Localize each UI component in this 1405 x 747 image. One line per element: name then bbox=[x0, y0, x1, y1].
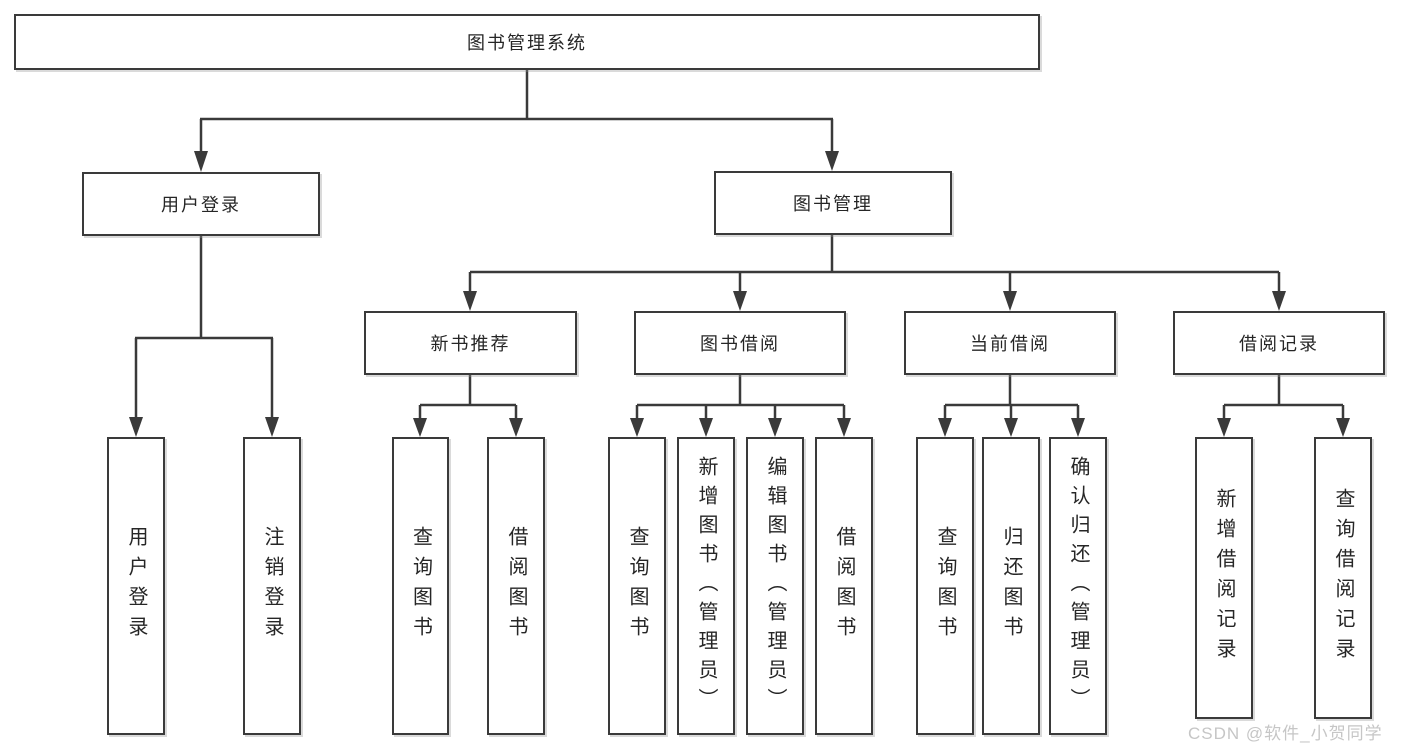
node-label: 借阅图书 bbox=[833, 526, 855, 646]
connector-borrow-record-children bbox=[1217, 375, 1350, 437]
leaf-query-borrow-record: 查询借阅记录 bbox=[1314, 437, 1372, 719]
node-label: 查询图书 bbox=[934, 526, 956, 646]
connector-user-login-children bbox=[129, 235, 279, 437]
arrowhead bbox=[1217, 418, 1231, 437]
node-user-login: 用户登录 bbox=[82, 172, 320, 236]
leaf-query-books-1: 查询图书 bbox=[392, 437, 449, 735]
arrowhead bbox=[509, 418, 523, 437]
node-label: 用户登录 bbox=[125, 526, 147, 646]
node-label: 注销登录 bbox=[261, 526, 283, 646]
node-label: 图书管理系统 bbox=[467, 33, 587, 53]
arrowhead bbox=[733, 291, 747, 311]
connector-book-management-to-level3 bbox=[463, 234, 1286, 311]
node-label: 查询借阅记录 bbox=[1332, 488, 1354, 668]
arrowhead bbox=[265, 417, 279, 437]
leaf-user-login: 用户登录 bbox=[107, 437, 165, 735]
node-book-management: 图书管理 bbox=[714, 171, 952, 235]
node-current-borrow: 当前借阅 bbox=[904, 311, 1116, 375]
arrowhead bbox=[837, 418, 851, 437]
node-book-borrow: 图书借阅 bbox=[634, 311, 846, 375]
arrowhead bbox=[938, 418, 952, 437]
arrowhead bbox=[463, 291, 477, 311]
leaf-query-books-3: 查询图书 bbox=[916, 437, 974, 735]
node-label: 图书借阅 bbox=[700, 334, 780, 354]
node-label: 确认归还（管理员） bbox=[1067, 455, 1089, 717]
arrowhead bbox=[1003, 291, 1017, 311]
node-label: 借阅记录 bbox=[1239, 334, 1319, 354]
node-label: 图书管理 bbox=[793, 194, 873, 214]
leaf-confirm-return-admin: 确认归还（管理员） bbox=[1049, 437, 1107, 735]
node-label: 查询图书 bbox=[626, 526, 648, 646]
node-label: 新书推荐 bbox=[430, 334, 511, 354]
arrowhead bbox=[768, 418, 782, 437]
leaf-add-books-admin: 新增图书（管理员） bbox=[677, 437, 735, 735]
node-label: 新增借阅记录 bbox=[1213, 488, 1235, 668]
leaf-add-borrow-record: 新增借阅记录 bbox=[1195, 437, 1253, 719]
node-library-management-system: 图书管理系统 bbox=[14, 14, 1040, 70]
node-label: 归还图书 bbox=[1000, 526, 1022, 646]
arrowhead bbox=[1004, 418, 1018, 437]
connector-new-book-children bbox=[413, 375, 523, 437]
arrowhead bbox=[825, 151, 839, 171]
node-label: 用户登录 bbox=[161, 195, 241, 215]
csdn-watermark: CSDN @软件_小贺同学 bbox=[1188, 724, 1383, 743]
arrowhead bbox=[129, 417, 143, 437]
node-label: 查询图书 bbox=[409, 526, 432, 646]
leaf-edit-books-admin: 编辑图书（管理员） bbox=[746, 437, 804, 735]
leaf-return-books: 归还图书 bbox=[982, 437, 1040, 735]
arrowhead bbox=[1071, 418, 1085, 437]
connector-root-to-level2 bbox=[194, 68, 839, 172]
node-label: 借阅图书 bbox=[505, 526, 527, 646]
connector-current-borrow-children bbox=[938, 375, 1085, 437]
arrowhead bbox=[194, 151, 208, 172]
leaf-borrow-books-2: 借阅图书 bbox=[815, 437, 873, 735]
leaf-query-books-2: 查询图书 bbox=[608, 437, 666, 735]
node-label: 新增图书（管理员） bbox=[695, 455, 717, 717]
arrowhead bbox=[630, 418, 644, 437]
node-label: 编辑图书（管理员） bbox=[764, 455, 786, 717]
connector-book-borrow-children bbox=[630, 375, 851, 437]
node-borrow-record: 借阅记录 bbox=[1173, 311, 1385, 375]
arrowhead bbox=[699, 418, 713, 437]
node-label: 当前借阅 bbox=[970, 334, 1050, 354]
arrowhead bbox=[1272, 291, 1286, 311]
leaf-logout: 注销登录 bbox=[243, 437, 301, 735]
arrowhead bbox=[413, 418, 427, 437]
arrowhead bbox=[1336, 418, 1350, 437]
leaf-borrow-books-1: 借阅图书 bbox=[487, 437, 545, 735]
node-new-book-recommend: 新书推荐 bbox=[364, 311, 577, 375]
